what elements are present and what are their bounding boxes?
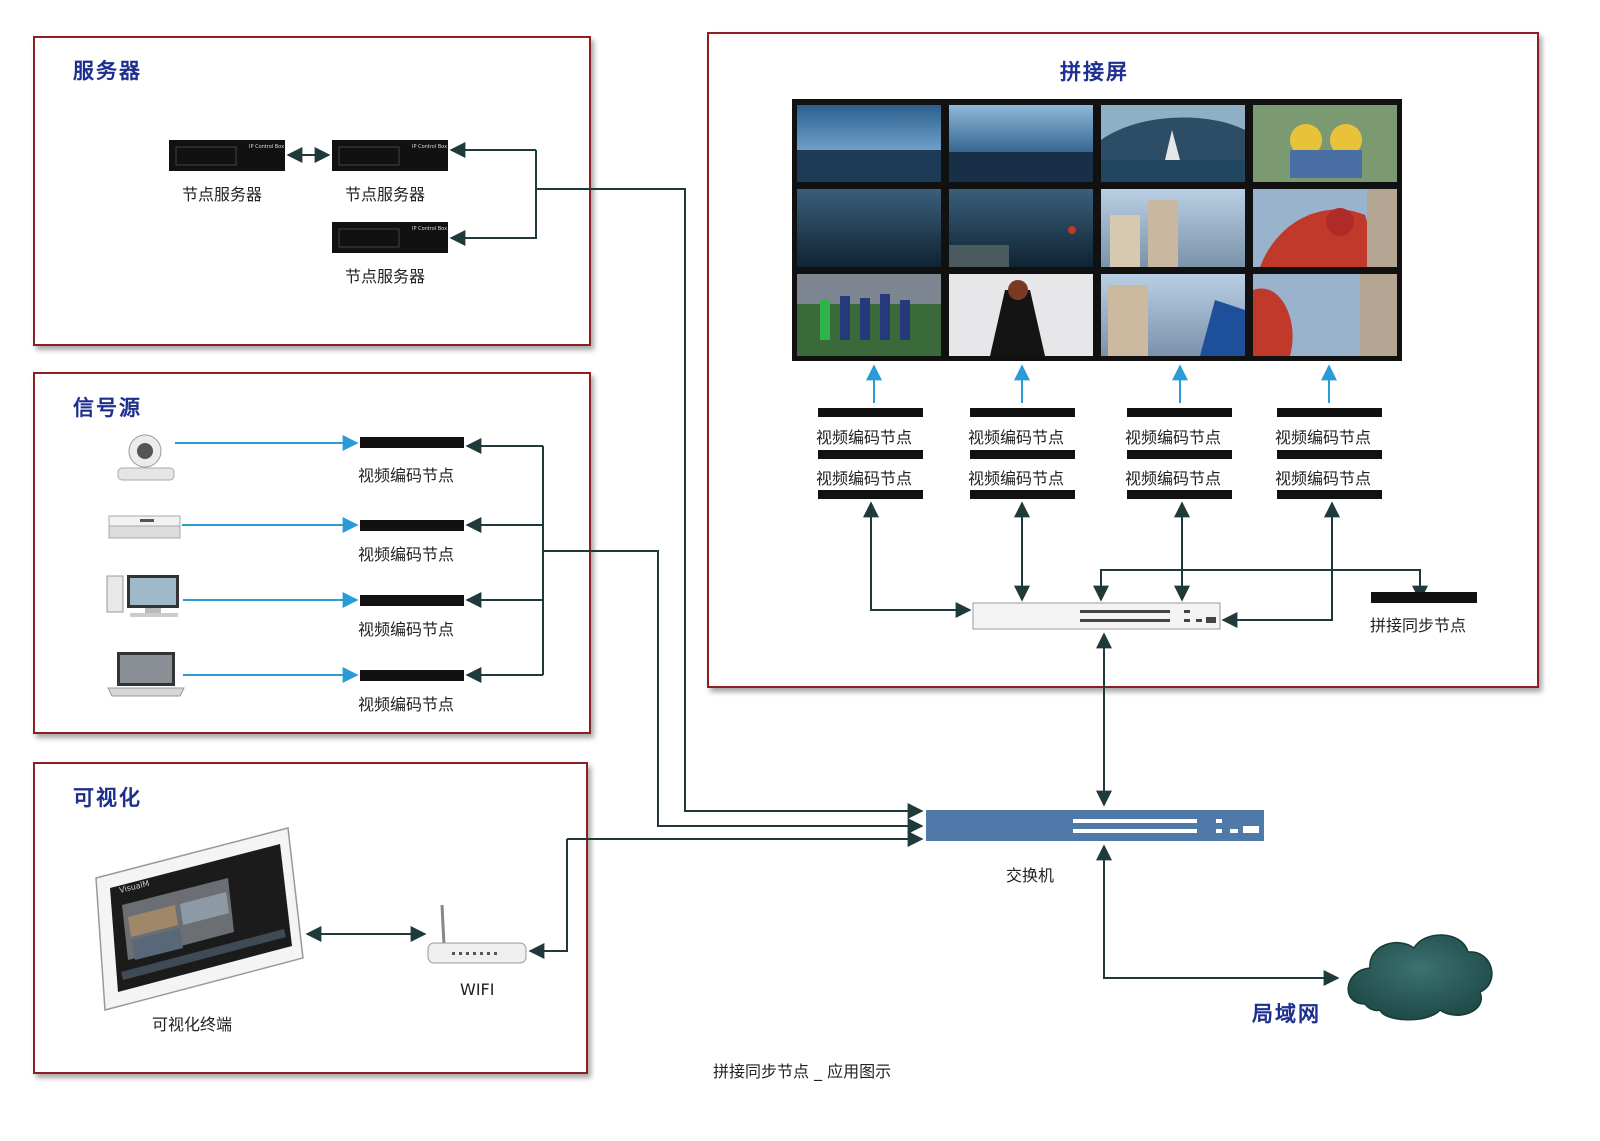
- set-top-box-icon: [108, 515, 181, 539]
- lan-label: 局域网: [1252, 1002, 1321, 1026]
- server-panel-title: 服务器: [73, 59, 142, 83]
- wifi-label: WIFI: [460, 980, 495, 999]
- node-server-3: IP Control Box: [332, 222, 448, 253]
- node-server-1-label: 节点服务器: [182, 185, 263, 204]
- lan-cloud-icon: [1347, 934, 1493, 1021]
- svg-text:IP Control Box: IP Control Box: [412, 144, 447, 150]
- video-wall-panel-title: 拼接屏: [1060, 60, 1129, 84]
- node-server-3-label: 节点服务器: [345, 267, 426, 286]
- tablet-label: 可视化终端: [152, 1015, 233, 1034]
- visualization-panel-title: 可视化: [73, 786, 142, 810]
- source-encoder-4-label: 视频编码节点: [358, 695, 455, 714]
- node-server-2: IP Control Box: [332, 140, 448, 171]
- wall-screen-2: [949, 105, 1093, 182]
- wall-screen-10: [949, 274, 1093, 356]
- camera-icon: [117, 434, 175, 481]
- source-encoder-4: [360, 670, 464, 681]
- source-encoder-1: [360, 437, 464, 448]
- wall-screen-6: [949, 189, 1093, 267]
- wall-screen-9: [797, 274, 941, 356]
- svg-text:IP Control Box: IP Control Box: [412, 226, 447, 232]
- svg-text:IP Control Box: IP Control Box: [249, 144, 284, 150]
- wall-screen-5: [797, 189, 941, 267]
- wall-encoder-1b-label: 视频编码节点: [816, 469, 913, 488]
- source-encoder-2-label: 视频编码节点: [358, 545, 455, 564]
- wall-screen-3: [1101, 105, 1245, 182]
- wall-encoder-4a-label: 视频编码节点: [1275, 428, 1372, 447]
- wall-encoder-3b-label: 视频编码节点: [1125, 469, 1222, 488]
- wall-screen-7: [1101, 189, 1245, 267]
- wifi-router-icon: [427, 904, 527, 964]
- wall-encoder-2a-label: 视频编码节点: [968, 428, 1065, 447]
- node-server-1: IP Control Box: [169, 140, 285, 171]
- desktop-pc-icon: [106, 575, 179, 617]
- wall-switch: [972, 602, 1221, 630]
- server-panel: [33, 36, 591, 346]
- video-wall: [792, 99, 1402, 361]
- sync-node-device: [1371, 592, 1477, 603]
- switch-label: 交换机: [1006, 866, 1055, 885]
- source-encoder-1-label: 视频编码节点: [358, 466, 455, 485]
- main-switch: [926, 810, 1264, 841]
- wall-encoder-3a-label: 视频编码节点: [1125, 428, 1222, 447]
- wall-encoder-4b-label: 视频编码节点: [1275, 469, 1372, 488]
- node-server-2-label: 节点服务器: [345, 185, 426, 204]
- source-encoder-3-label: 视频编码节点: [358, 620, 455, 639]
- source-encoder-2: [360, 520, 464, 531]
- wall-encoder-1a-label: 视频编码节点: [816, 428, 913, 447]
- wall-screen-11: [1101, 274, 1245, 356]
- sync-node-label: 拼接同步节点: [1370, 616, 1467, 635]
- laptop-icon: [107, 652, 185, 697]
- wall-screen-4: [1253, 105, 1397, 182]
- diagram-caption: 拼接同步节点 _ 应用图示: [713, 1062, 892, 1081]
- wall-screen-8: [1253, 189, 1397, 267]
- signal-source-panel-title: 信号源: [73, 396, 142, 420]
- wall-screen-1: [797, 105, 941, 182]
- tablet-icon: VisualM: [95, 827, 304, 1011]
- wall-encoder-2b-label: 视频编码节点: [968, 469, 1065, 488]
- wall-encoders: [818, 408, 1382, 499]
- source-encoder-3: [360, 595, 464, 606]
- wall-screen-12: [1253, 274, 1397, 356]
